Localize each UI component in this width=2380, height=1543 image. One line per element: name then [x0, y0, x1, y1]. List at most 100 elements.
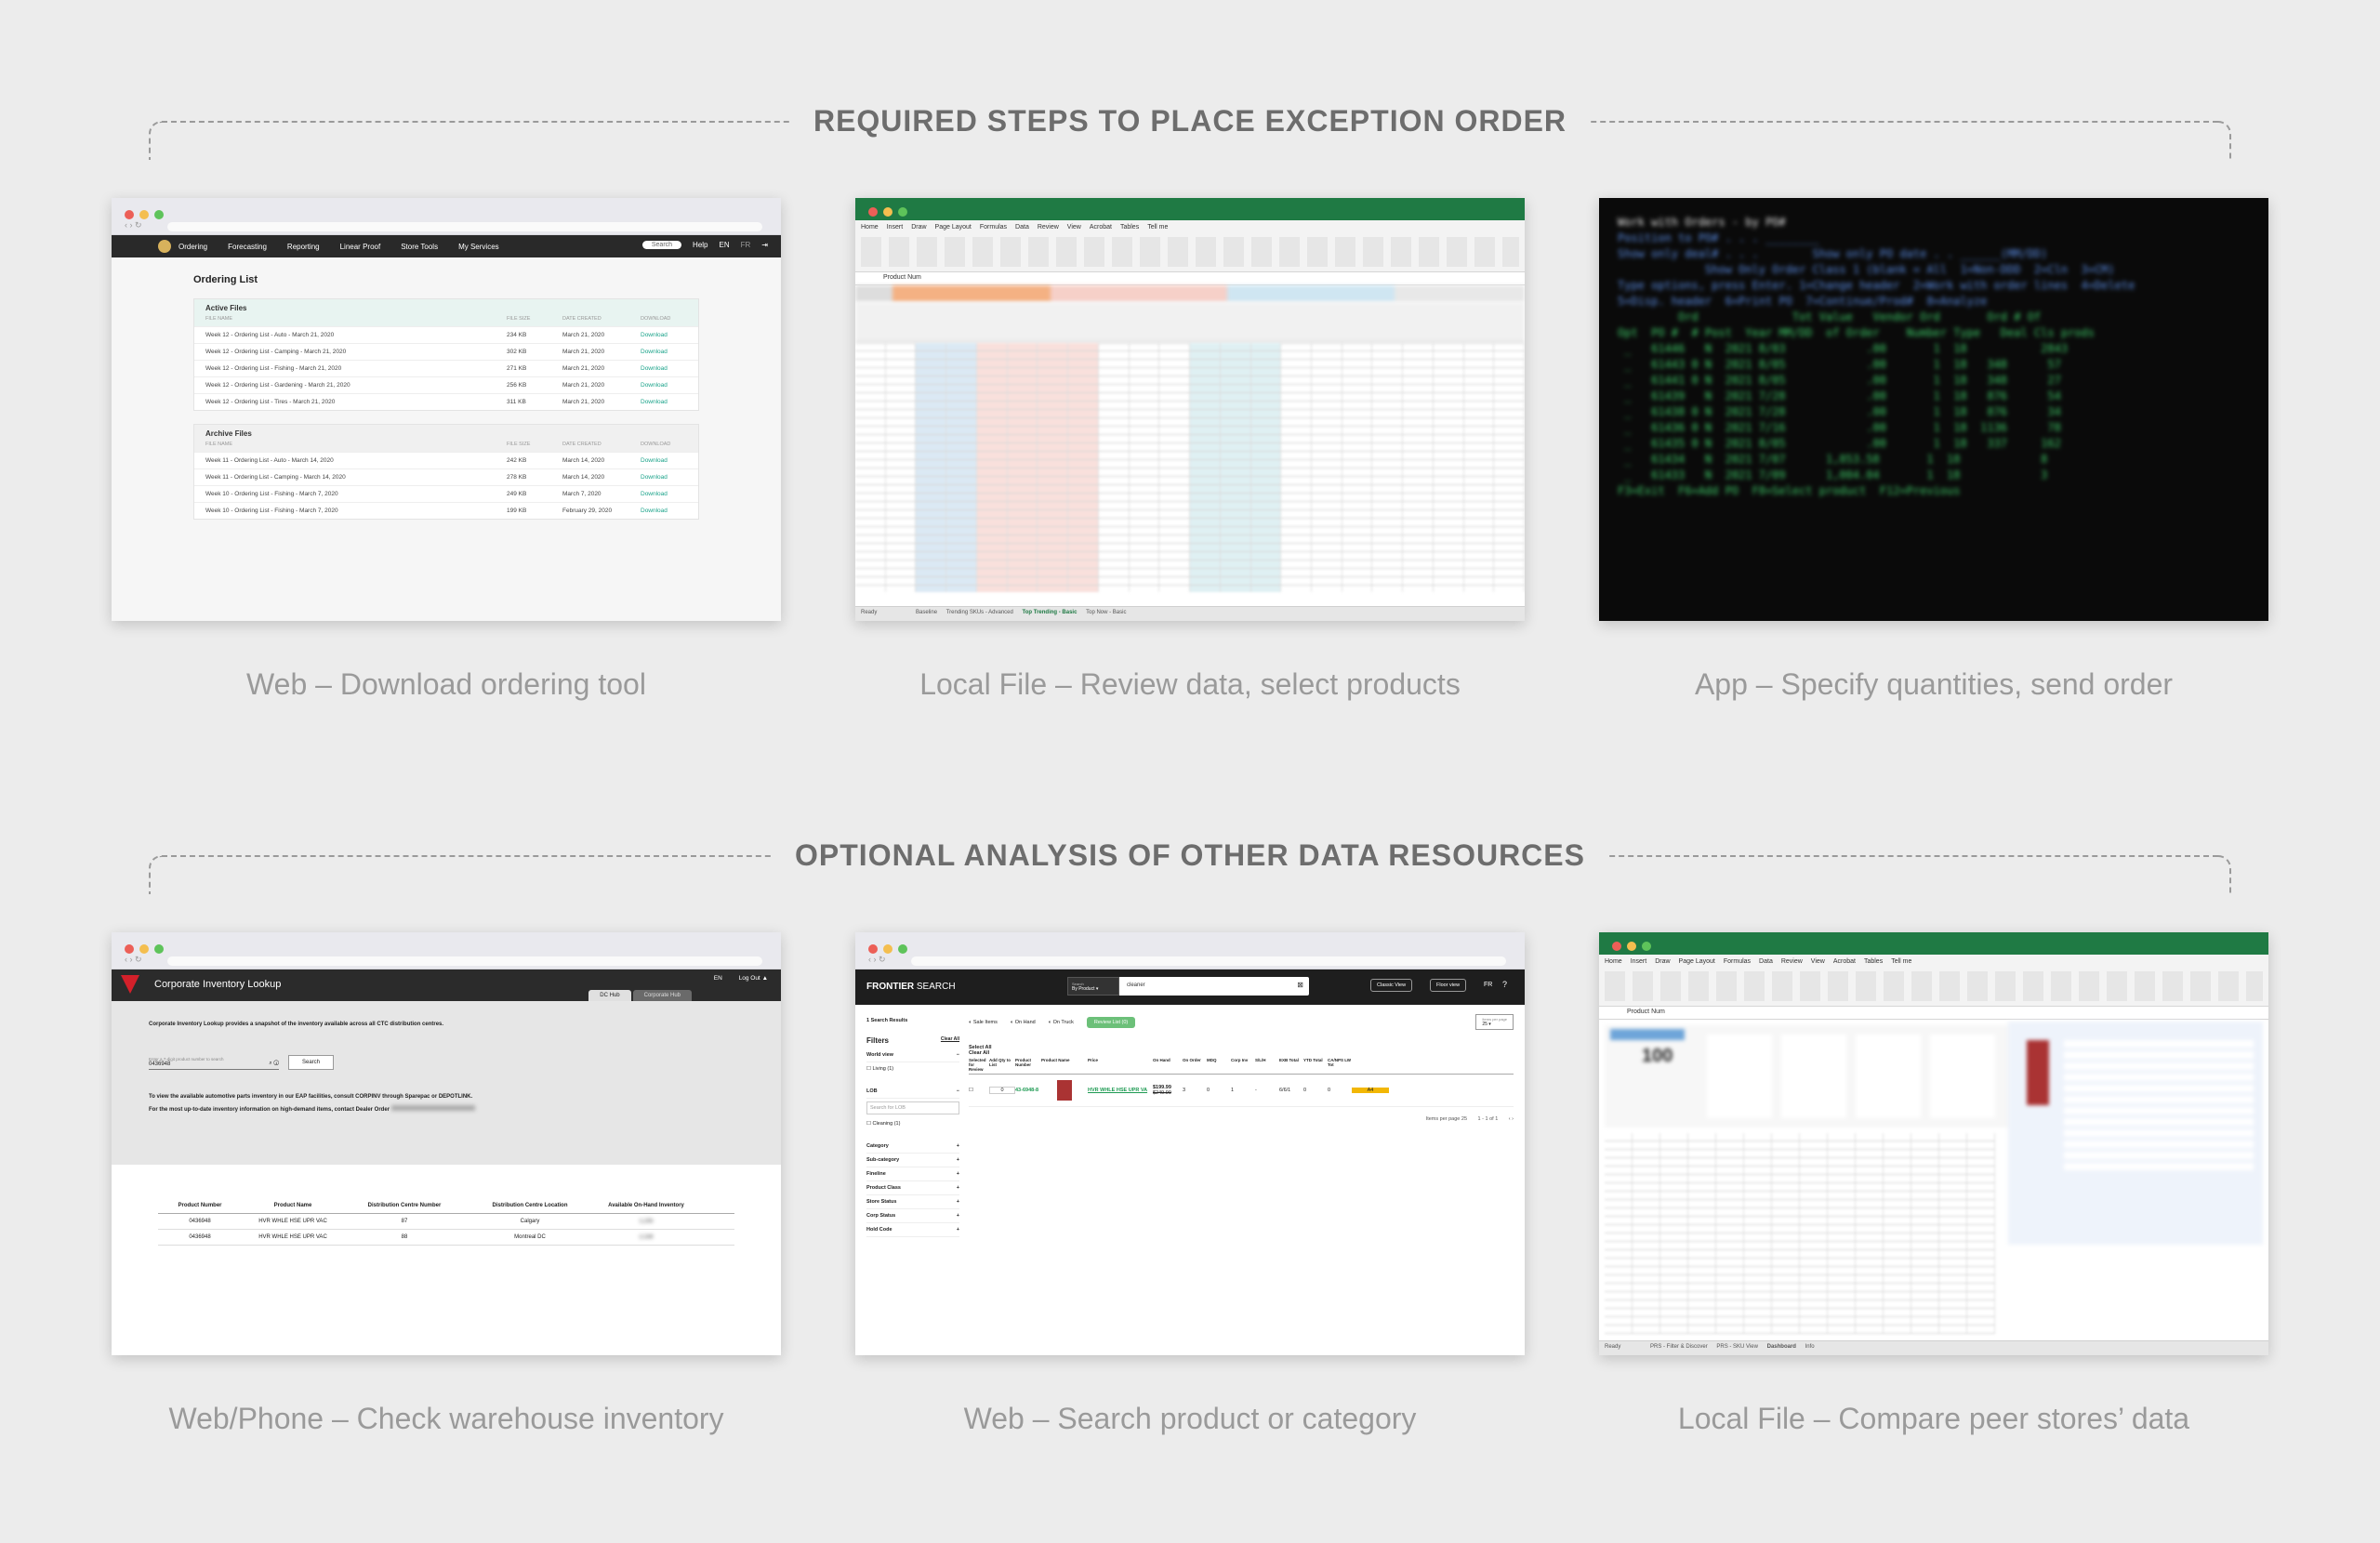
- grid-cell[interactable]: [1884, 1183, 1911, 1191]
- grid-cell[interactable]: [886, 427, 917, 434]
- grid-cell[interactable]: [1190, 502, 1221, 509]
- grid-cell[interactable]: [1403, 477, 1434, 484]
- grid-cell[interactable]: [1342, 569, 1373, 576]
- grid-cell[interactable]: [1220, 418, 1251, 426]
- clear-all-filters[interactable]: Clear All: [940, 1036, 959, 1042]
- grid-cell[interactable]: [1281, 393, 1313, 401]
- grid-cell[interactable]: [1884, 1242, 1911, 1249]
- grid-cell[interactable]: [916, 393, 947, 401]
- grid-cell[interactable]: [1312, 427, 1342, 434]
- grid-cell[interactable]: [1130, 577, 1160, 585]
- download-link[interactable]: Download: [641, 365, 668, 372]
- grid-cell[interactable]: [1494, 376, 1525, 384]
- grid-cell[interactable]: [1342, 510, 1373, 518]
- grid-cell[interactable]: [1038, 502, 1069, 509]
- grid-cell[interactable]: [1372, 485, 1404, 493]
- grid-cell[interactable]: [1688, 1192, 1716, 1199]
- grid-cell[interactable]: [976, 552, 1008, 560]
- grid-cell[interactable]: [1494, 360, 1525, 367]
- grid-cell[interactable]: [976, 519, 1008, 526]
- grid-cell[interactable]: [1099, 485, 1130, 493]
- grid-cell[interactable]: [1744, 1141, 1772, 1149]
- grid-cell[interactable]: [855, 510, 886, 518]
- grid-cell[interactable]: [1856, 1275, 1884, 1283]
- grid-cell[interactable]: [1494, 351, 1525, 359]
- grid-cell[interactable]: [1856, 1167, 1884, 1174]
- grid-cell[interactable]: [1494, 560, 1525, 568]
- grid-cell[interactable]: [946, 485, 977, 493]
- grid-cell[interactable]: [1312, 569, 1342, 576]
- grid-cell[interactable]: [1099, 351, 1130, 359]
- grid-cell[interactable]: [886, 376, 917, 384]
- grid-cell[interactable]: [1190, 393, 1221, 401]
- grid-cell[interactable]: [1800, 1217, 1828, 1224]
- grid-cell[interactable]: [1633, 1309, 1660, 1316]
- grid-cell[interactable]: [1038, 544, 1069, 551]
- grid-cell[interactable]: [1605, 1217, 1633, 1224]
- grid-cell[interactable]: [1716, 1317, 1744, 1325]
- grid-cell[interactable]: [1281, 510, 1313, 518]
- grid-cell[interactable]: [1744, 1275, 1772, 1283]
- grid-cell[interactable]: [1068, 552, 1099, 560]
- grid-cell[interactable]: [1828, 1300, 1856, 1308]
- tab-review[interactable]: Review: [1780, 958, 1803, 965]
- classic-view-button[interactable]: Classic View: [1370, 979, 1413, 992]
- grid-cell[interactable]: [1856, 1250, 1884, 1258]
- grid-cell[interactable]: [1281, 368, 1313, 376]
- grid-cell[interactable]: [1605, 1309, 1633, 1316]
- grid-cell[interactable]: [1372, 510, 1404, 518]
- grid-cell[interactable]: [916, 468, 947, 476]
- grid-cell[interactable]: [1342, 435, 1373, 442]
- grid-cell[interactable]: [1633, 1300, 1660, 1308]
- grid-cell[interactable]: [1716, 1192, 1744, 1199]
- grid-cell[interactable]: [1967, 1267, 1995, 1274]
- grid-cell[interactable]: [1494, 460, 1525, 468]
- grid-cell[interactable]: [1772, 1183, 1800, 1191]
- grid-cell[interactable]: [1250, 368, 1282, 376]
- grid-cell[interactable]: [1828, 1284, 1856, 1291]
- grid-cell[interactable]: [1038, 427, 1069, 434]
- grid-cell[interactable]: [1605, 1233, 1633, 1241]
- grid-cell[interactable]: [916, 376, 947, 384]
- grid-cell[interactable]: [1660, 1250, 1688, 1258]
- grid-cell[interactable]: [1281, 519, 1313, 526]
- grid-cell[interactable]: [976, 410, 1008, 417]
- grid-cell[interactable]: [1372, 586, 1404, 592]
- grid-cell[interactable]: [916, 427, 947, 434]
- grid-cell[interactable]: [1967, 1183, 1995, 1191]
- grid-cell[interactable]: [1099, 577, 1130, 585]
- grid-cell[interactable]: [976, 485, 1008, 493]
- grid-cell[interactable]: [1967, 1150, 1995, 1157]
- grid-cell[interactable]: [1250, 569, 1282, 576]
- nav-arrows-icon[interactable]: ‹ › ↻: [125, 220, 142, 230]
- grid-cell[interactable]: [1038, 393, 1069, 401]
- grid-cell[interactable]: [1856, 1292, 1884, 1299]
- grid-cell[interactable]: [1190, 468, 1221, 476]
- floor-view-button[interactable]: Floor view: [1430, 979, 1467, 992]
- grid-cell[interactable]: [855, 427, 886, 434]
- grid-cell[interactable]: [1007, 427, 1038, 434]
- grid-cell[interactable]: [1250, 427, 1282, 434]
- grid-cell[interactable]: [1099, 586, 1130, 592]
- grid-cell[interactable]: [1828, 1141, 1856, 1149]
- col-dc-location[interactable]: Distribution Centre Location: [492, 1203, 568, 1208]
- grid-cell[interactable]: [1312, 410, 1342, 417]
- grid-cell[interactable]: [1464, 527, 1495, 534]
- grid-cell[interactable]: [1099, 410, 1130, 417]
- grid-cell[interactable]: [1464, 577, 1495, 585]
- grid-cell[interactable]: [1967, 1309, 1995, 1316]
- grid-cell[interactable]: [916, 560, 947, 568]
- grid-cell[interactable]: [1372, 343, 1404, 350]
- grid-cell[interactable]: [946, 385, 977, 392]
- lang-toggle[interactable]: FR: [1484, 982, 1493, 988]
- grid-cell[interactable]: [1494, 577, 1525, 585]
- grid-cell[interactable]: [1312, 502, 1342, 509]
- grid-cell[interactable]: [1911, 1183, 1939, 1191]
- grid-cell[interactable]: [1856, 1267, 1884, 1274]
- grid-cell[interactable]: [1464, 468, 1495, 476]
- grid-cell[interactable]: [1744, 1242, 1772, 1249]
- grid-cell[interactable]: [1281, 494, 1313, 501]
- grid-cell[interactable]: [1464, 402, 1495, 409]
- grid-cell[interactable]: [946, 519, 977, 526]
